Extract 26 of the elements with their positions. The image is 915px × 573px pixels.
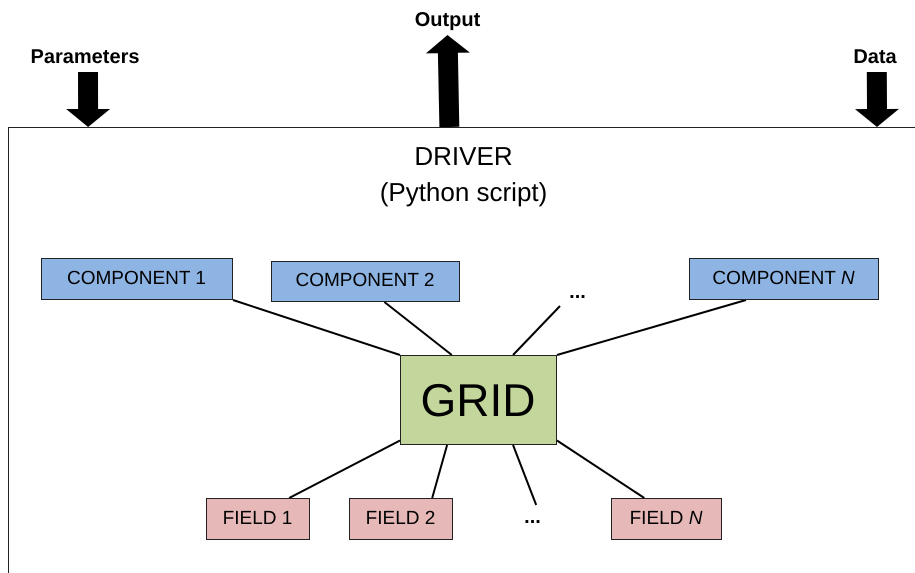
connector-line bbox=[556, 299, 746, 356]
block-arrow bbox=[426, 35, 470, 128]
block-arrow bbox=[855, 72, 899, 127]
input-output-label: Output bbox=[414, 8, 480, 32]
component-box: COMPONENT 2 bbox=[270, 260, 460, 302]
grid-box: GRID bbox=[400, 354, 556, 444]
component-box: COMPONENT N bbox=[688, 258, 878, 300]
driver-label: DRIVER bbox=[414, 140, 513, 173]
component-box: COMPONENT 1 bbox=[40, 258, 232, 300]
input-output-label: Data bbox=[853, 46, 897, 68]
ellipsis: ... bbox=[524, 506, 541, 529]
driver-label: (Python script) bbox=[380, 176, 548, 209]
connector-line bbox=[556, 440, 645, 499]
connector-line bbox=[288, 440, 400, 499]
field-box: FIELD N bbox=[610, 498, 722, 540]
connector-line bbox=[431, 444, 448, 498]
connector-line bbox=[512, 444, 538, 506]
ellipsis: ... bbox=[569, 281, 586, 304]
connector-line bbox=[512, 305, 561, 356]
field-box: FIELD 1 bbox=[206, 498, 310, 540]
field-box: FIELD 2 bbox=[348, 498, 452, 540]
block-arrow bbox=[66, 72, 110, 127]
input-output-label: Parameters bbox=[30, 46, 140, 68]
connector-line bbox=[232, 299, 400, 356]
connector-line bbox=[384, 301, 452, 356]
driver-frame bbox=[8, 127, 915, 573]
